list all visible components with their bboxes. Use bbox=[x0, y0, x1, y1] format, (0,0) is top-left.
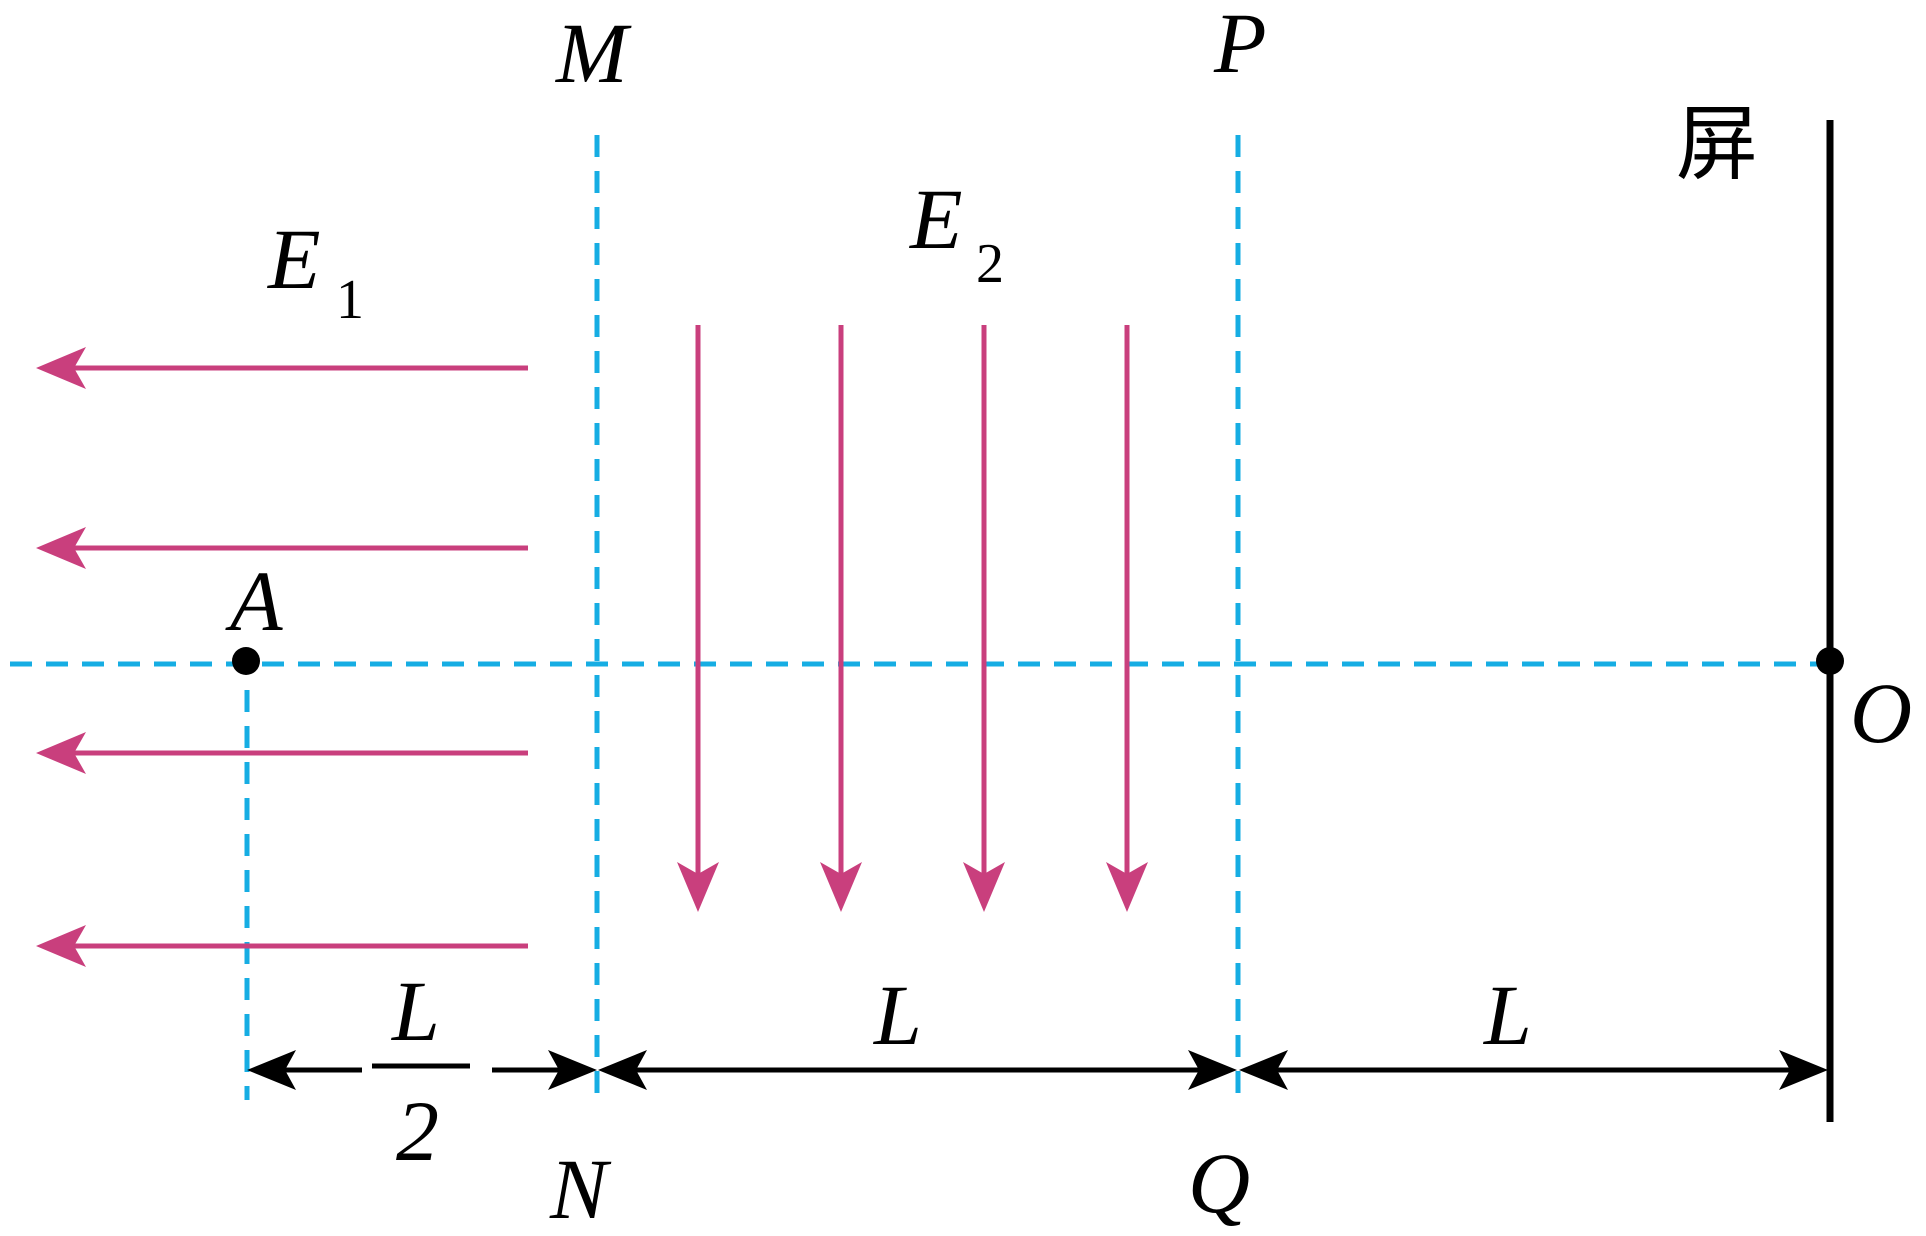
label-Q: Q bbox=[1188, 1135, 1250, 1231]
field-E1 bbox=[36, 347, 528, 967]
e1-arrow bbox=[36, 527, 528, 569]
label-M: M bbox=[554, 5, 632, 101]
e2-arrow bbox=[820, 325, 862, 912]
dimension-L-middle bbox=[598, 1050, 1237, 1090]
label-A: A bbox=[225, 553, 283, 649]
label-P: P bbox=[1213, 0, 1267, 91]
point-O bbox=[1816, 647, 1844, 675]
label-L-middle: L bbox=[872, 967, 922, 1063]
label-O: O bbox=[1850, 665, 1912, 761]
label-L-right: L bbox=[1482, 967, 1532, 1063]
label-E1: E bbox=[266, 211, 321, 307]
e2-arrow bbox=[1106, 325, 1148, 912]
e2-arrow bbox=[677, 325, 719, 912]
e1-arrow bbox=[36, 347, 528, 389]
label-screen: 屏 bbox=[1676, 97, 1758, 192]
e1-arrow bbox=[36, 732, 528, 774]
dimension-half-L bbox=[247, 1050, 597, 1090]
label-E2-subscript: 2 bbox=[976, 233, 1004, 295]
label-half-L-numerator: L bbox=[390, 963, 440, 1059]
field-E2 bbox=[677, 325, 1148, 912]
e1-arrow bbox=[36, 925, 528, 967]
dimension-L-right bbox=[1239, 1050, 1828, 1090]
label-E2: E bbox=[908, 171, 963, 267]
point-A bbox=[232, 647, 260, 675]
label-N: N bbox=[549, 1141, 612, 1236]
label-half-L-denominator: 2 bbox=[396, 1083, 439, 1179]
label-E1-subscript: 1 bbox=[336, 269, 364, 331]
e2-arrow bbox=[963, 325, 1005, 912]
